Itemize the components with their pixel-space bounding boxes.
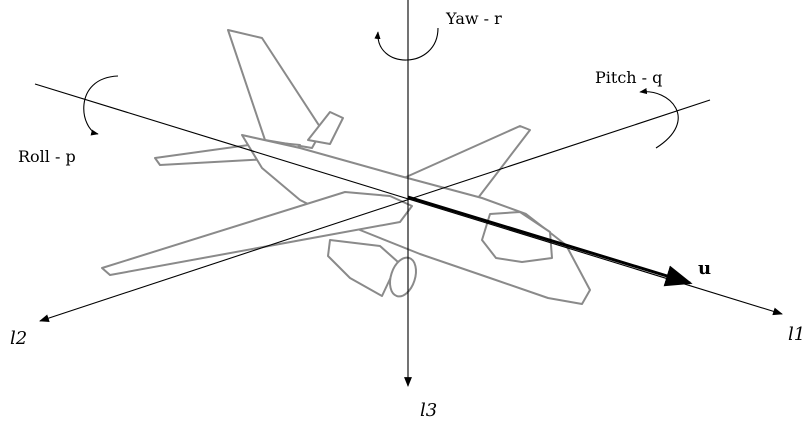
rotation-arrow-yaw-icon xyxy=(374,27,439,61)
pitch-label: Pitch - q xyxy=(595,68,662,87)
axis-l3-label: l3 xyxy=(420,400,437,421)
rotation-arrow-roll-icon xyxy=(83,75,119,136)
velocity-label-u: u xyxy=(698,258,711,279)
axis-l1-label: l1 xyxy=(788,324,805,345)
roll-label: Roll - p xyxy=(18,147,76,166)
rotation-arrow-pitch-icon xyxy=(639,88,679,149)
axis-l2-label: l2 xyxy=(10,328,27,349)
axis-l2-line xyxy=(39,99,711,322)
yaw-label: Yaw - r xyxy=(445,9,502,28)
body-axes xyxy=(34,0,783,387)
airplane-icon xyxy=(101,29,591,305)
velocity-vector-u xyxy=(407,195,693,287)
axis-l1-line xyxy=(34,83,783,316)
